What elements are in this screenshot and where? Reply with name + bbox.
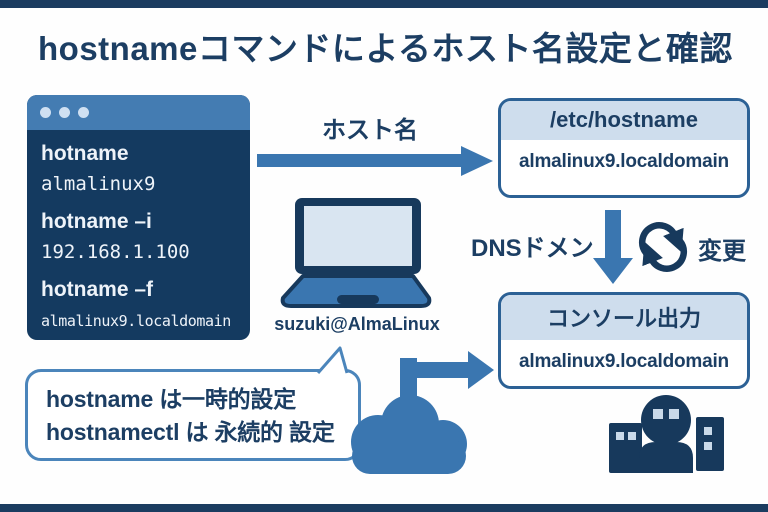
top-border-strip	[0, 0, 768, 8]
window-dot-icon	[40, 107, 51, 118]
right-arrow-icon	[461, 146, 493, 176]
console-output-box: コンソール出力 almalinux9.localdomain	[498, 292, 750, 389]
window-dot-icon	[78, 107, 89, 118]
output-arrow-icon	[468, 351, 494, 389]
laptop-icon	[275, 198, 437, 315]
page-title: hostnameコマンドによるホスト名設定と確認	[38, 30, 733, 67]
console-output-header: コンソール出力	[501, 295, 747, 340]
speech-bubble-line2: hostnamectl は 永続的 設定	[46, 419, 335, 445]
terminal-titlebar	[27, 95, 250, 130]
etc-hostname-header: /etc/hostname	[501, 101, 747, 140]
hostname-arrow-shaft	[257, 154, 463, 167]
etc-hostname-box: /etc/hostname almalinux9.localdomain	[498, 98, 750, 198]
terminal-command: hotname –f	[41, 278, 154, 301]
speech-bubble-text: hostname は一時的設定 hostnamectl は 永続的 設定	[28, 372, 358, 449]
terminal-command: hotname	[41, 142, 129, 165]
laptop-user-label: suzuki@AlmaLinux	[274, 314, 440, 334]
window-dot-icon	[59, 107, 70, 118]
terminal-output: 192.168.1.100	[41, 241, 190, 263]
console-output-value: almalinux9.localdomain	[519, 351, 729, 372]
output-arrow-shaft	[400, 362, 470, 378]
bottom-border-strip	[0, 504, 768, 512]
refresh-icon	[633, 219, 693, 280]
terminal-body: hotname almalinux9 hotname –i 192.168.1.…	[27, 130, 250, 337]
cloud-icon	[342, 392, 474, 479]
terminal-output: almalinux9	[41, 173, 156, 195]
etc-hostname-value: almalinux9.localdomain	[519, 151, 729, 172]
speech-bubble: hostname は一時的設定 hostnamectl は 永続的 設定	[25, 369, 361, 461]
terminal-output: almalinux9.localdomain	[41, 312, 231, 330]
change-label: 変更	[698, 238, 746, 265]
dns-domain-label: DNSドメン	[471, 235, 594, 262]
user-buildings-icon	[603, 394, 729, 483]
speech-bubble-line1: hostname は一時的設定	[46, 386, 297, 412]
terminal-window: hotname almalinux9 hotname –i 192.168.1.…	[27, 95, 250, 340]
hostname-arrow-label: ホスト名	[322, 117, 418, 144]
down-arrow-shaft	[605, 210, 621, 260]
speech-bubble-tail	[312, 345, 358, 379]
terminal-command: hotname –i	[41, 210, 152, 233]
down-arrow-icon	[593, 258, 633, 284]
